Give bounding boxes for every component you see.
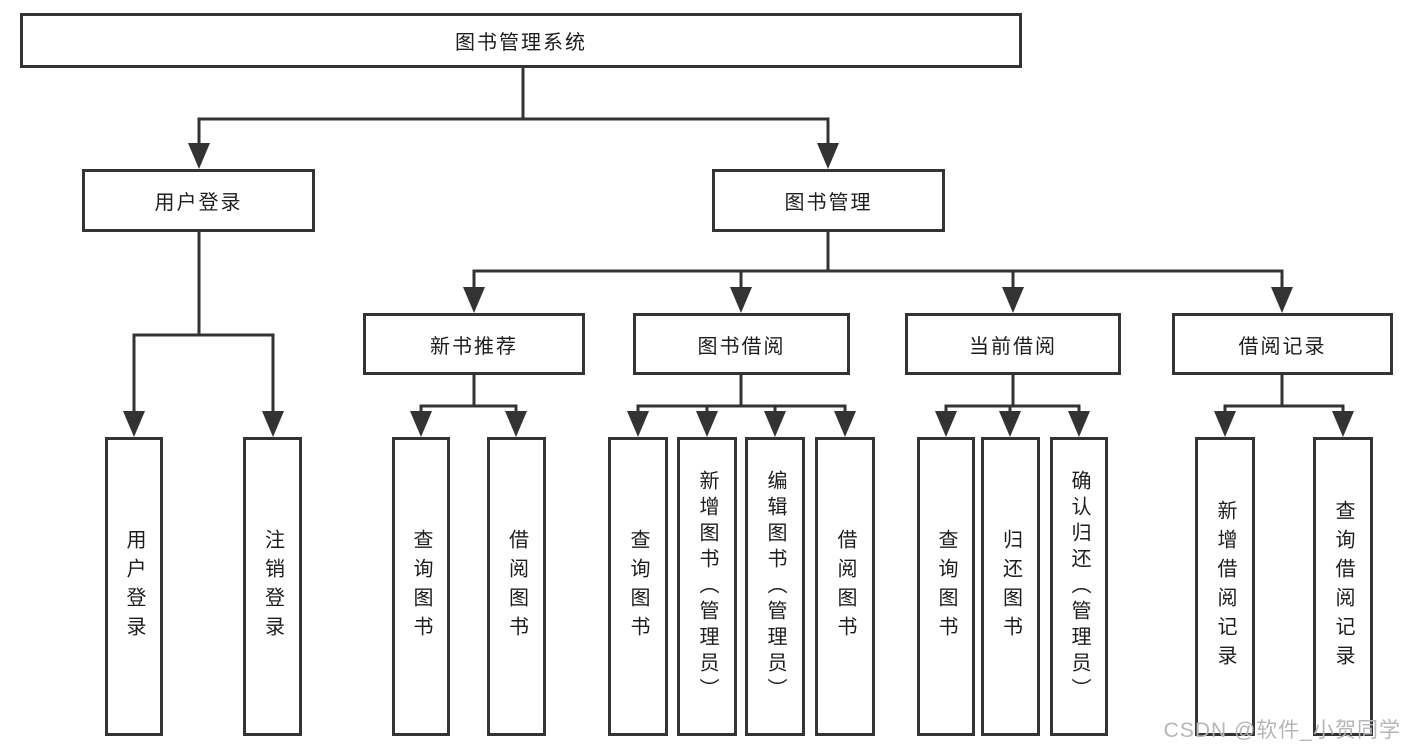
leaf-add-borrow-record: 新增借阅记录 xyxy=(1195,437,1255,736)
node-label: 用户登录 xyxy=(123,528,145,645)
leaf-logout: 注销登录 xyxy=(243,437,302,736)
leaf-borrow-books-2: 借阅图书 xyxy=(815,437,875,736)
node-label: 编辑图书（管理员） xyxy=(764,469,786,704)
node-label: 查询图书 xyxy=(627,528,649,645)
leaf-edit-books-admin: 编辑图书（管理员） xyxy=(745,437,805,736)
node-label: 借阅图书 xyxy=(834,528,856,645)
node-label: 新增图书（管理员） xyxy=(696,469,718,704)
csdn-watermark: CSDN @软件_小贺同学 xyxy=(1163,719,1401,742)
node-label: 新书推荐 xyxy=(430,335,518,358)
leaf-query-books-3: 查询图书 xyxy=(917,437,975,736)
node-current-borrow: 当前借阅 xyxy=(905,313,1121,375)
leaf-borrow-books-1: 借阅图书 xyxy=(487,437,546,736)
leaf-return-books: 归还图书 xyxy=(981,437,1040,736)
node-label: 确认归还（管理员） xyxy=(1068,469,1090,704)
leaf-query-borrow-record: 查询借阅记录 xyxy=(1313,437,1373,736)
node-label: 归还图书 xyxy=(999,528,1022,645)
node-label: 借阅图书 xyxy=(505,528,528,645)
node-label: 查询借阅记录 xyxy=(1332,499,1354,674)
leaf-user-login: 用户登录 xyxy=(105,437,163,736)
node-label: 当前借阅 xyxy=(969,335,1057,358)
node-label: 用户登录 xyxy=(154,192,243,214)
node-label: 图书借阅 xyxy=(697,335,786,358)
node-system-root: 图书管理系统 xyxy=(20,13,1022,68)
node-borrow-records: 借阅记录 xyxy=(1172,313,1393,375)
node-label: 图书管理系统 xyxy=(455,32,587,54)
node-label: 新增借阅记录 xyxy=(1214,499,1236,674)
node-label: 图书管理 xyxy=(784,192,873,214)
node-user-login-branch: 用户登录 xyxy=(82,169,315,232)
node-label: 借阅记录 xyxy=(1238,335,1327,358)
leaf-query-books-2: 查询图书 xyxy=(608,437,668,736)
node-book-management-branch: 图书管理 xyxy=(712,169,945,232)
node-label: 查询图书 xyxy=(935,528,957,645)
node-label: 查询图书 xyxy=(410,528,432,645)
node-new-book-recommend: 新书推荐 xyxy=(363,313,585,375)
node-book-borrow: 图书借阅 xyxy=(633,313,850,375)
node-label: 注销登录 xyxy=(261,528,284,645)
leaf-query-books-1: 查询图书 xyxy=(392,437,450,736)
leaf-add-books-admin: 新增图书（管理员） xyxy=(677,437,737,736)
leaf-confirm-return-admin: 确认归还（管理员） xyxy=(1050,437,1108,736)
